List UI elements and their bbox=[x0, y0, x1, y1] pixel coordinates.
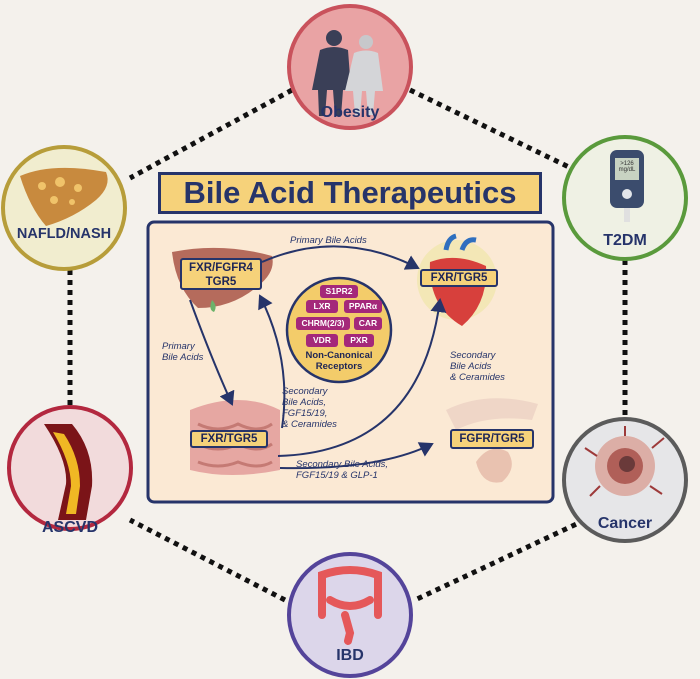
receptor-pill: LXR bbox=[306, 300, 338, 313]
pancreas-illustration bbox=[446, 398, 538, 483]
people-icon bbox=[312, 30, 383, 116]
flow-label-secondary-to-heart: Secondary Bile Acids & Ceramides bbox=[450, 350, 505, 383]
page-title: Bile Acid Therapeutics bbox=[158, 172, 542, 214]
receptor-pill: CAR bbox=[354, 317, 382, 330]
receptor-pill: PPARα bbox=[344, 300, 382, 313]
receptor-pill: CHRM(2/3) bbox=[296, 317, 350, 330]
cancer-node bbox=[562, 417, 688, 543]
tumor-icon bbox=[584, 426, 665, 497]
obesity-label: Obesity bbox=[320, 104, 380, 121]
flow-label-primary-to-intestine: Primary Bile Acids bbox=[162, 341, 204, 363]
flow-label-secondary-to-liver: Secondary Bile Acids, FGF15/19, & Cerami… bbox=[282, 386, 337, 430]
receptor-pill: S1PR2 bbox=[320, 285, 358, 298]
fatty-liver-icon bbox=[20, 167, 108, 226]
hexagon-connectors bbox=[67, 87, 628, 603]
liver-receptor-box: FXR/FGFR4 TGR5 bbox=[180, 258, 262, 290]
non-canonical-label: Non-Canonical Receptors bbox=[305, 350, 373, 372]
t2dm-node bbox=[562, 135, 688, 261]
flow-label-secondary-to-pancreas: Secondary Bile Acids, FGF15/19 & GLP-1 bbox=[296, 459, 389, 481]
ascvd-node bbox=[7, 405, 133, 531]
flow-arrows bbox=[189, 245, 447, 470]
intestine-receptor-box: FXR/TGR5 bbox=[190, 430, 268, 448]
cancer-label: Cancer bbox=[597, 515, 653, 532]
ibd-label: IBD bbox=[336, 647, 364, 664]
obesity-node bbox=[287, 4, 413, 130]
artery-icon bbox=[44, 424, 93, 520]
t2dm-label: T2DM bbox=[603, 232, 647, 249]
receptor-pill: VDR bbox=[306, 334, 338, 347]
inflamed-colon-icon bbox=[318, 566, 382, 645]
ibd-node bbox=[287, 552, 413, 678]
flow-label-primary-to-heart: Primary Bile Acids bbox=[290, 235, 367, 246]
glucometer-reading: >126 mg/dL bbox=[618, 161, 636, 173]
nafld-node bbox=[1, 145, 127, 271]
heart-receptor-box: FXR/TGR5 bbox=[420, 269, 498, 287]
receptor-pill: PXR bbox=[344, 334, 374, 347]
nafld-label: NAFLD/NASH bbox=[16, 226, 112, 242]
pancreas-receptor-box: FGFR/TGR5 bbox=[450, 429, 534, 449]
glucometer-icon bbox=[610, 150, 644, 222]
ascvd-label: ASCVD bbox=[41, 519, 98, 536]
